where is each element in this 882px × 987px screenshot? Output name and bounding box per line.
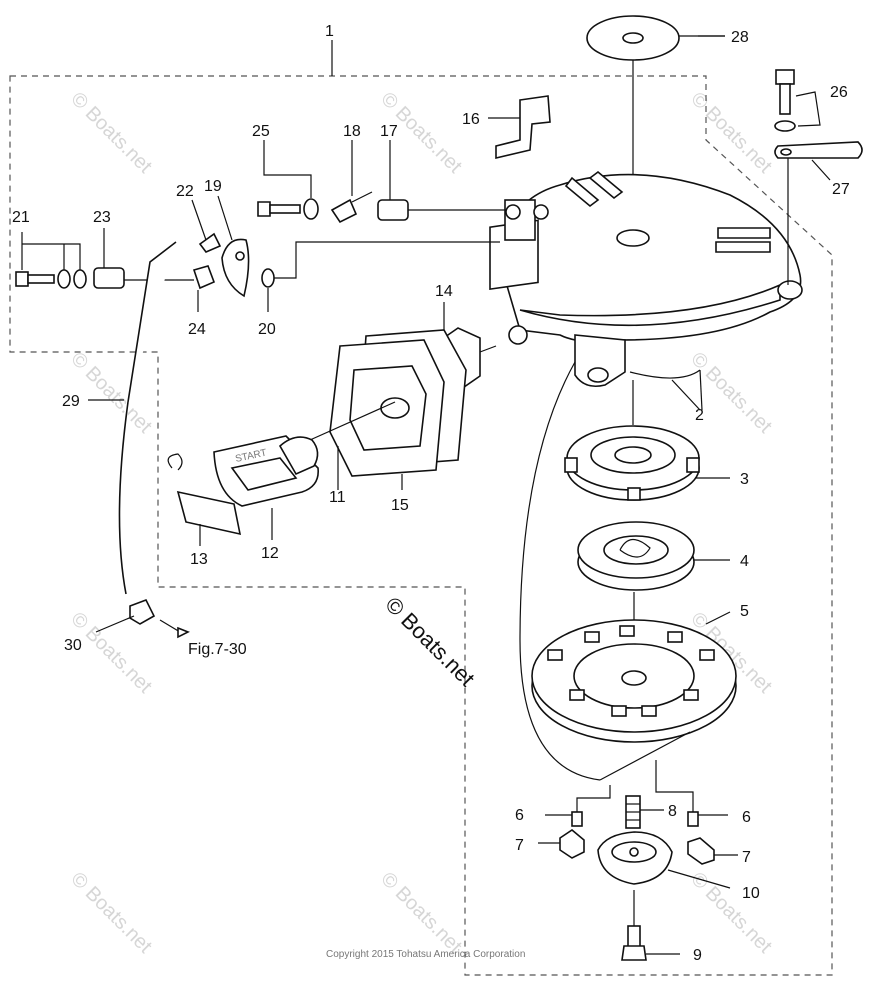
part-19-plate xyxy=(217,195,250,298)
part-7-pawl-right xyxy=(687,837,738,865)
part-24-spring xyxy=(192,265,216,312)
callout-14: 14 xyxy=(435,283,453,300)
callout-3: 3 xyxy=(740,471,749,488)
part-7-pawl-left xyxy=(538,829,585,859)
callout-24: 24 xyxy=(188,321,206,338)
callout-2: 2 xyxy=(695,407,704,424)
part-11-rope xyxy=(309,401,396,490)
callout-27: 27 xyxy=(832,181,850,198)
leader-line xyxy=(671,379,701,411)
part-6-spring-right xyxy=(655,760,728,827)
callout-5: 5 xyxy=(740,603,749,620)
watermark-text: © Boats.net xyxy=(686,868,776,958)
rope-path xyxy=(519,361,601,781)
callout-8: 8 xyxy=(668,803,677,820)
callout-6-right: 6 xyxy=(742,809,751,826)
part-23-collar xyxy=(93,228,194,289)
watermark-text: © Boats.net xyxy=(686,88,776,178)
copyright-text: Copyright 2015 Tohatsu America Corporati… xyxy=(326,949,525,960)
callout-16: 16 xyxy=(462,111,480,128)
part-12-handle: START xyxy=(213,435,319,540)
callout-23: 23 xyxy=(93,209,111,226)
watermark-text: © Boats.net xyxy=(66,868,156,958)
part-4-spring xyxy=(577,521,730,591)
callout-30: 30 xyxy=(64,637,82,654)
watermark-text: © Boats.net xyxy=(686,348,776,438)
callout-28: 28 xyxy=(731,29,749,46)
part-29-rod xyxy=(88,241,177,595)
part-15-guide xyxy=(329,329,467,490)
callout-22: 22 xyxy=(176,183,194,200)
part-6-spring-left xyxy=(545,785,611,827)
watermark-text: © Boats.net xyxy=(376,868,466,958)
callout-17: 17 xyxy=(380,123,398,140)
callout-29: 29 xyxy=(62,393,80,410)
callout-21: 21 xyxy=(12,209,30,226)
part-28-plate xyxy=(586,15,725,61)
part-18-spring xyxy=(330,140,373,224)
callout-12: 12 xyxy=(261,545,279,562)
callout-layer: 1 2 3 4 5 6 6 7 7 8 9 10 11 12 13 14 15 … xyxy=(12,23,850,964)
callout-6-left: 6 xyxy=(515,807,524,824)
part-22-clip xyxy=(191,199,222,253)
callout-10: 10 xyxy=(742,885,760,902)
part-25-bolt-washer xyxy=(257,140,319,220)
callout-26: 26 xyxy=(830,84,848,101)
part-20-washer xyxy=(261,241,500,312)
fig-reference: Fig.7-30 xyxy=(188,641,247,658)
part-27-bracket xyxy=(774,141,863,285)
watermark-text: © Boats.net xyxy=(66,88,156,178)
callout-7-left: 7 xyxy=(515,837,524,854)
callout-7-right: 7 xyxy=(742,849,751,866)
watermark-text: © Boats.net xyxy=(66,348,156,438)
part-9-bolt xyxy=(621,890,680,961)
callout-1: 1 xyxy=(325,23,334,40)
watermark-main: © Boats.net xyxy=(380,592,479,691)
part-8-spring xyxy=(625,795,664,829)
callout-20: 20 xyxy=(258,321,276,338)
part-2-starter-case xyxy=(489,170,803,411)
callout-4: 4 xyxy=(740,553,749,570)
part-17-collar xyxy=(377,140,505,221)
callout-15: 15 xyxy=(391,497,409,514)
part-21-bolt-washers xyxy=(15,232,87,289)
part-10-cam xyxy=(597,831,731,889)
part-3-reel xyxy=(564,425,730,501)
part-13-clip xyxy=(167,453,242,546)
part-26-bolt-washer xyxy=(774,69,821,132)
callout-11: 11 xyxy=(329,489,346,506)
part-30-connector xyxy=(95,598,190,639)
callout-18: 18 xyxy=(343,123,361,140)
callout-9: 9 xyxy=(693,947,702,964)
assembly-boundary xyxy=(9,75,833,976)
part-16-lever xyxy=(488,95,551,160)
callout-25: 25 xyxy=(252,123,270,140)
part-5-drum xyxy=(531,611,737,781)
callout-19: 19 xyxy=(204,178,222,195)
callout-13: 13 xyxy=(190,551,208,568)
